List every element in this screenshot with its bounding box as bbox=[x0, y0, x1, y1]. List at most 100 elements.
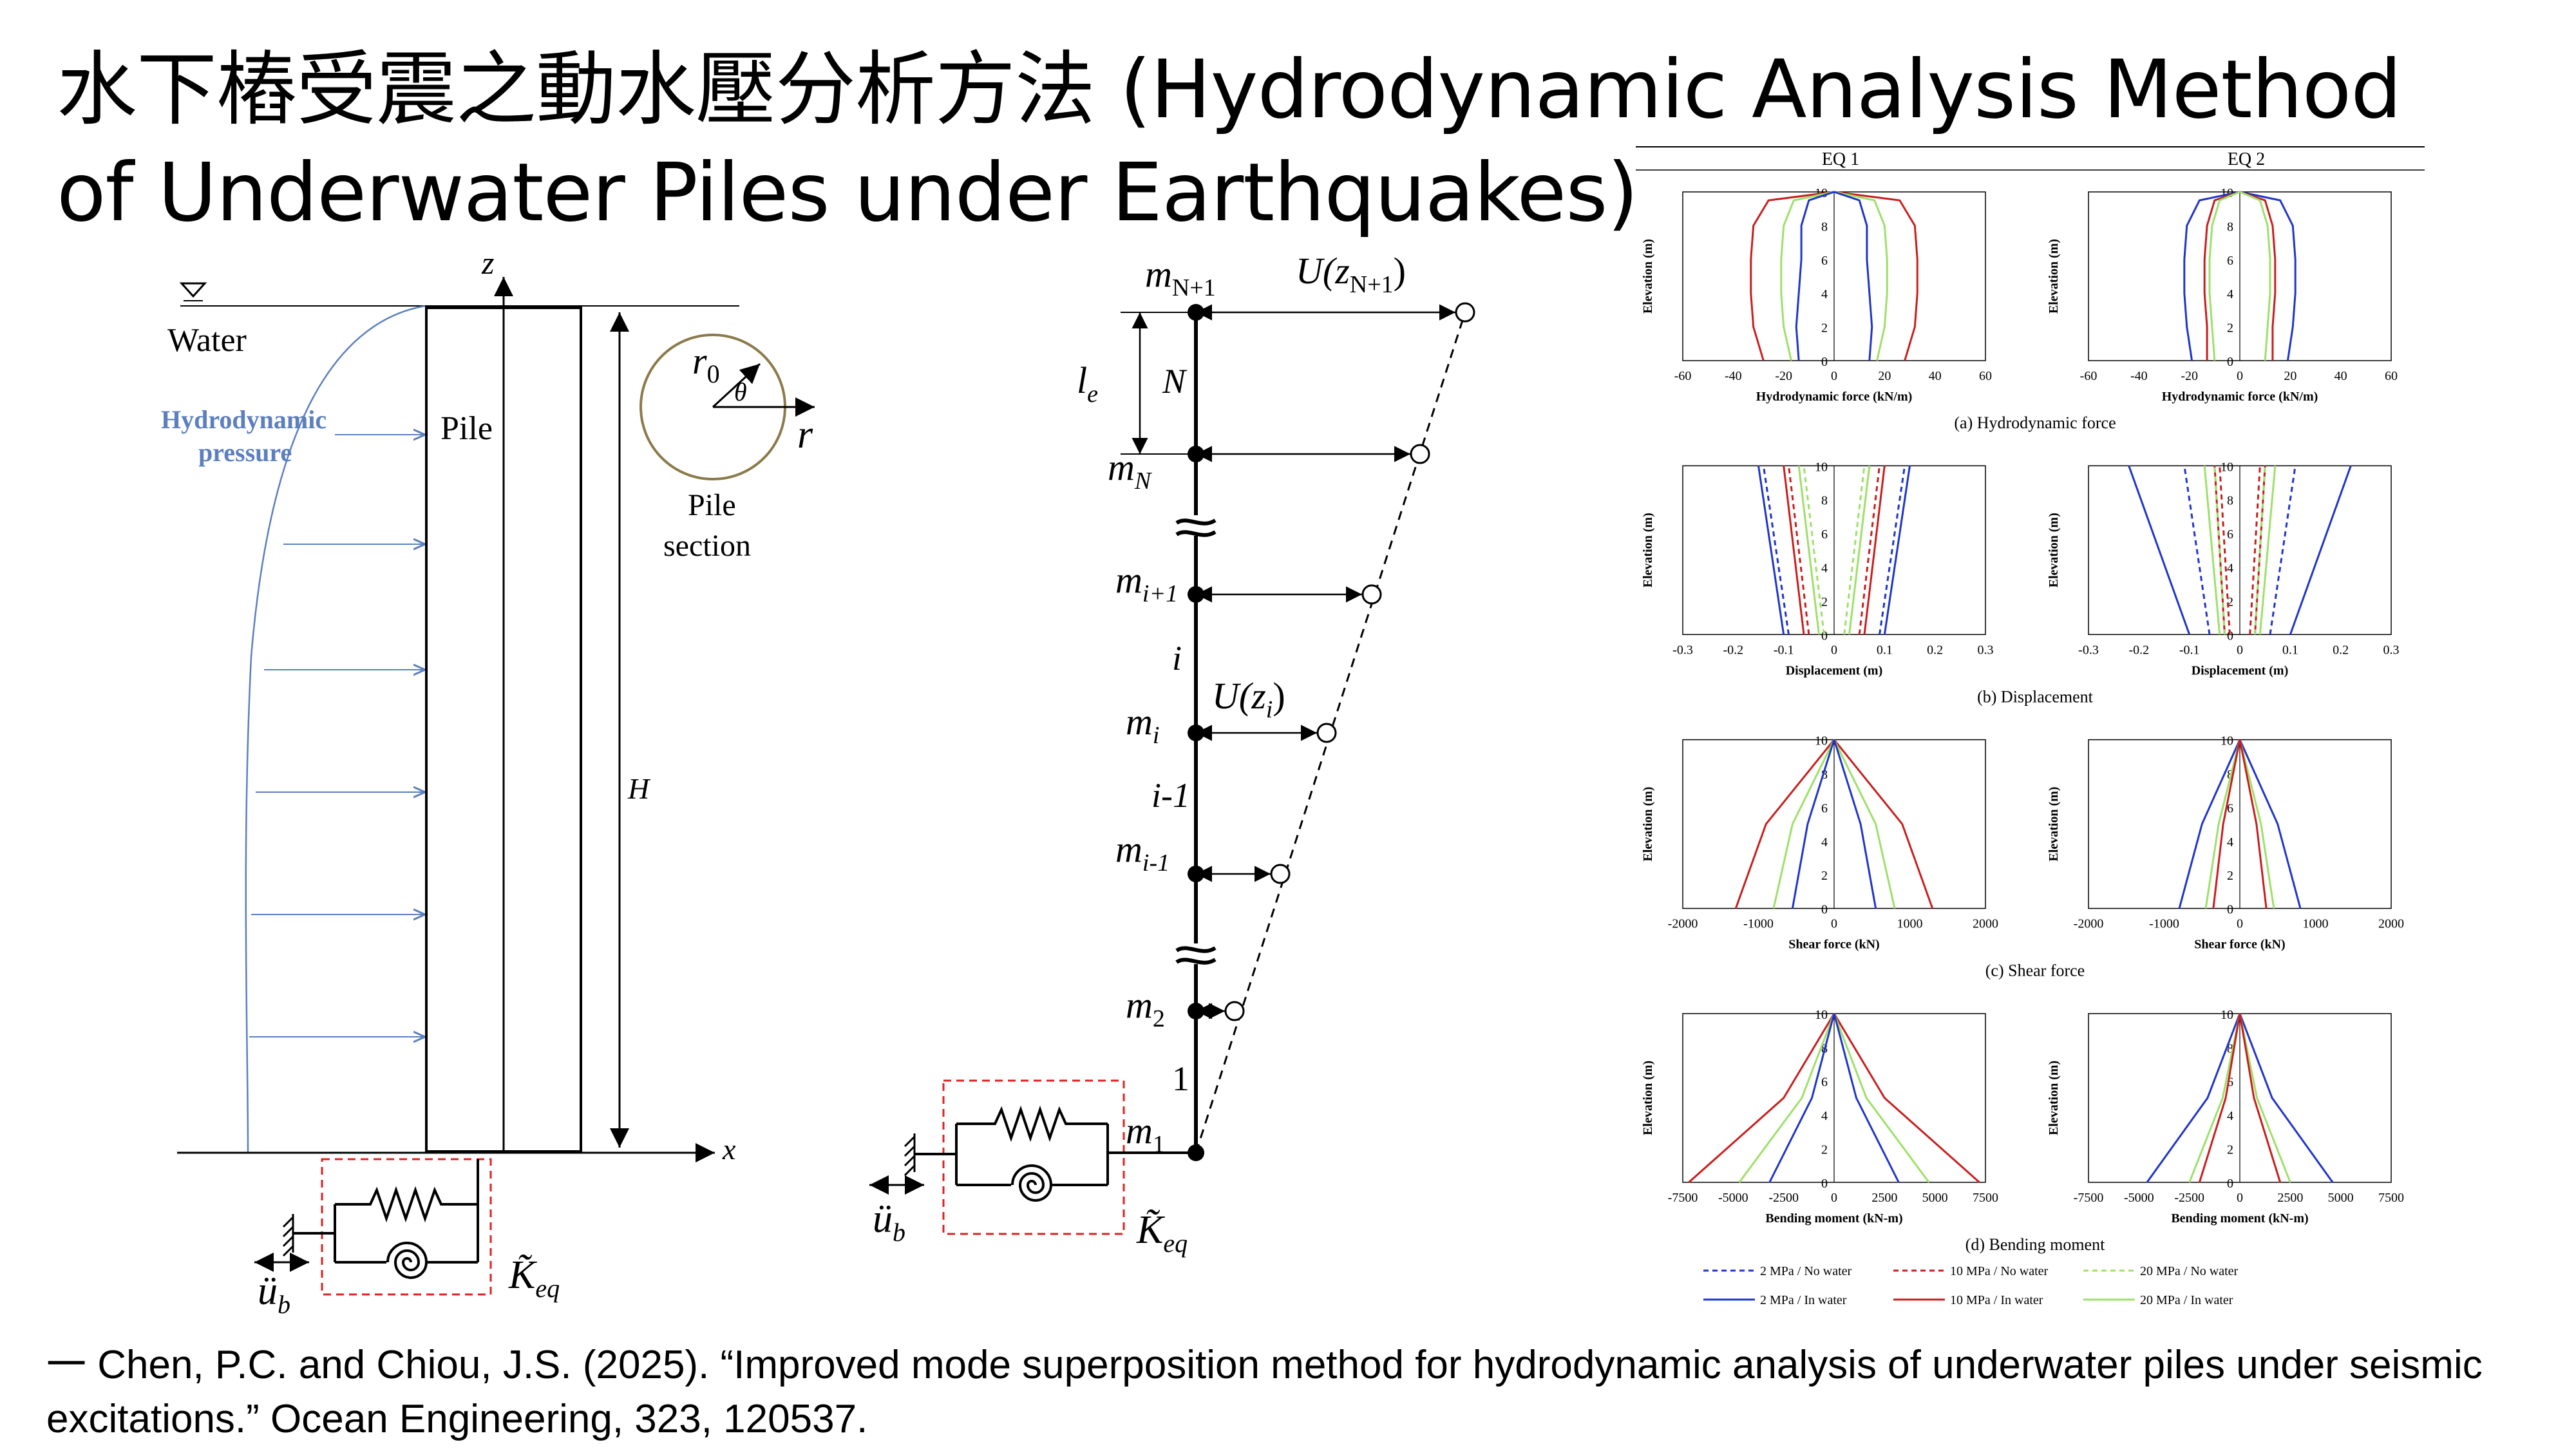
y-axis-label: Elevation (m) bbox=[1641, 239, 1655, 314]
series-line bbox=[2239, 191, 2271, 361]
series-line bbox=[1833, 739, 1877, 909]
label-UzN1: U(zN+1) bbox=[1296, 250, 1406, 298]
x-tick-label: -0.2 bbox=[2128, 643, 2149, 657]
legend-label: 2 MPa / No water bbox=[1760, 1264, 1852, 1278]
x-tick-label: 1000 bbox=[2303, 917, 2329, 931]
y-axis-label: Elevation (m) bbox=[1641, 513, 1655, 587]
series-line bbox=[2183, 191, 2240, 361]
x-tick-label: -1000 bbox=[2149, 917, 2179, 931]
height-label: H bbox=[627, 772, 651, 805]
section-label-1: Pile bbox=[688, 488, 736, 522]
series-line bbox=[1833, 1013, 1980, 1183]
x-axis-label: Bending moment (kN-m) bbox=[2171, 1211, 2308, 1226]
x-tick-label: 0.2 bbox=[2333, 643, 2349, 657]
y-tick-label: 0 bbox=[2227, 629, 2233, 643]
pressure-arrows bbox=[249, 435, 425, 1037]
series-line bbox=[1879, 466, 1906, 635]
label-mi: mi bbox=[1126, 701, 1159, 749]
x-axis-label: Hydrodynamic force (kN/m) bbox=[2162, 390, 2318, 404]
series-line bbox=[2203, 466, 2221, 635]
x-tick-label: 60 bbox=[2385, 369, 2398, 383]
y-axis-label: Elevation (m) bbox=[1641, 787, 1655, 862]
y-tick-label: 4 bbox=[1821, 287, 1828, 301]
x-tick-label: 2500 bbox=[2277, 1191, 2303, 1205]
x-tick-label: -40 bbox=[2130, 369, 2148, 383]
y-tick-label: 8 bbox=[1821, 768, 1828, 782]
x-tick-label: 2000 bbox=[2378, 917, 2404, 931]
y-tick-label: 0 bbox=[1821, 355, 1828, 369]
panel-caption: (b) Displacement bbox=[1977, 687, 2094, 706]
label-mN: mN bbox=[1108, 446, 1153, 495]
citation: 一 Chen, P.C. and Chiou, J.S. (2025). “Im… bbox=[46, 1343, 2483, 1441]
series-line bbox=[2204, 739, 2241, 909]
y-tick-label: 0 bbox=[2227, 355, 2233, 369]
rotational-spring-icon bbox=[1011, 1164, 1053, 1202]
x-axis-label: x bbox=[722, 1133, 736, 1166]
x-tick-label: -60 bbox=[1674, 369, 1692, 383]
series-line bbox=[2239, 1013, 2334, 1183]
theta-label: θ bbox=[734, 377, 747, 406]
y-tick-label: 10 bbox=[1815, 734, 1828, 748]
legend-label: 10 MPa / No water bbox=[1950, 1264, 2049, 1278]
label-one: 1 bbox=[1172, 1059, 1189, 1098]
x-tick-label: 20 bbox=[1878, 369, 1891, 383]
x-axis-label: Displacement (m) bbox=[1786, 663, 1883, 677]
fixed-support-icon bbox=[904, 1133, 916, 1177]
water-label: Water bbox=[167, 322, 247, 359]
series-line bbox=[2254, 466, 2266, 635]
label-mi1: mi+1 bbox=[1115, 559, 1178, 607]
keq-label: K̃eq bbox=[508, 1253, 560, 1303]
x-tick-label: -2000 bbox=[2074, 917, 2104, 931]
hydro-label-2: pressure bbox=[198, 438, 292, 467]
x-tick-label: -7500 bbox=[1668, 1191, 1698, 1205]
series-line bbox=[1883, 466, 1911, 635]
series-line bbox=[1783, 466, 1805, 635]
x-tick-label: 5000 bbox=[2328, 1191, 2354, 1205]
column-header-eq2: EQ 2 bbox=[2228, 149, 2265, 169]
panel-caption: (a) Hydrodynamic force bbox=[1954, 413, 2116, 432]
y-axis-label: Elevation (m) bbox=[2047, 513, 2061, 587]
x-tick-label: 7500 bbox=[2378, 1191, 2404, 1205]
y-tick-label: 2 bbox=[1821, 1142, 1828, 1157]
y-tick-label: 2 bbox=[1821, 595, 1828, 609]
y-tick-label: 2 bbox=[2227, 595, 2233, 609]
series-line bbox=[1863, 466, 1886, 635]
radius-label: r0 bbox=[692, 340, 720, 388]
series-line bbox=[1757, 466, 1785, 635]
spring-icon bbox=[914, 1105, 1196, 1186]
series-line bbox=[2128, 465, 2191, 635]
x-tick-label: 2500 bbox=[1871, 1191, 1897, 1205]
x-tick-label: 60 bbox=[1979, 369, 1992, 383]
x-tick-label: -0.3 bbox=[1672, 643, 1693, 657]
label-le: le bbox=[1077, 359, 1098, 408]
x-tick-label: -0.3 bbox=[2078, 643, 2099, 657]
slide-title: 水下樁受震之動水壓分析方法 (Hydrodynamic Analysis Met… bbox=[57, 39, 2439, 245]
legend-label: 2 MPa / In water bbox=[1760, 1293, 1847, 1307]
label-i: i bbox=[1172, 639, 1182, 677]
y-tick-label: 8 bbox=[2227, 494, 2233, 508]
series-line bbox=[2203, 191, 2240, 361]
series-line bbox=[2239, 739, 2275, 909]
series-line bbox=[2239, 1013, 2282, 1183]
series-line bbox=[1795, 191, 1835, 361]
y-tick-label: 6 bbox=[2227, 801, 2233, 815]
x-tick-label: 0 bbox=[1831, 643, 1837, 657]
x-tick-label: -20 bbox=[2181, 369, 2198, 383]
y-tick-label: 10 bbox=[1815, 1008, 1828, 1022]
y-tick-label: 10 bbox=[2221, 460, 2233, 474]
pile-water-diagram: Water Hydrodynamic pressure Pile z x H r… bbox=[161, 245, 815, 1319]
x-tick-label: -5000 bbox=[2124, 1191, 2154, 1205]
series-line bbox=[1762, 466, 1790, 635]
legend-label: 20 MPa / In water bbox=[2140, 1293, 2233, 1307]
x-tick-label: 0.3 bbox=[2383, 643, 2400, 657]
series-line bbox=[1833, 191, 1888, 361]
series-line bbox=[2208, 191, 2240, 361]
x-tick-label: -7500 bbox=[2074, 1191, 2104, 1205]
x-tick-label: -0.1 bbox=[2179, 643, 2200, 657]
y-tick-label: 8 bbox=[1821, 494, 1828, 508]
y-tick-label: 0 bbox=[1821, 1177, 1828, 1191]
r-axis-label: r bbox=[797, 413, 813, 457]
y-tick-label: 4 bbox=[2227, 287, 2233, 301]
x-axis-label: Shear force (kN) bbox=[2194, 938, 2285, 952]
x-axis-label: Bending moment (kN-m) bbox=[1765, 1211, 1902, 1226]
